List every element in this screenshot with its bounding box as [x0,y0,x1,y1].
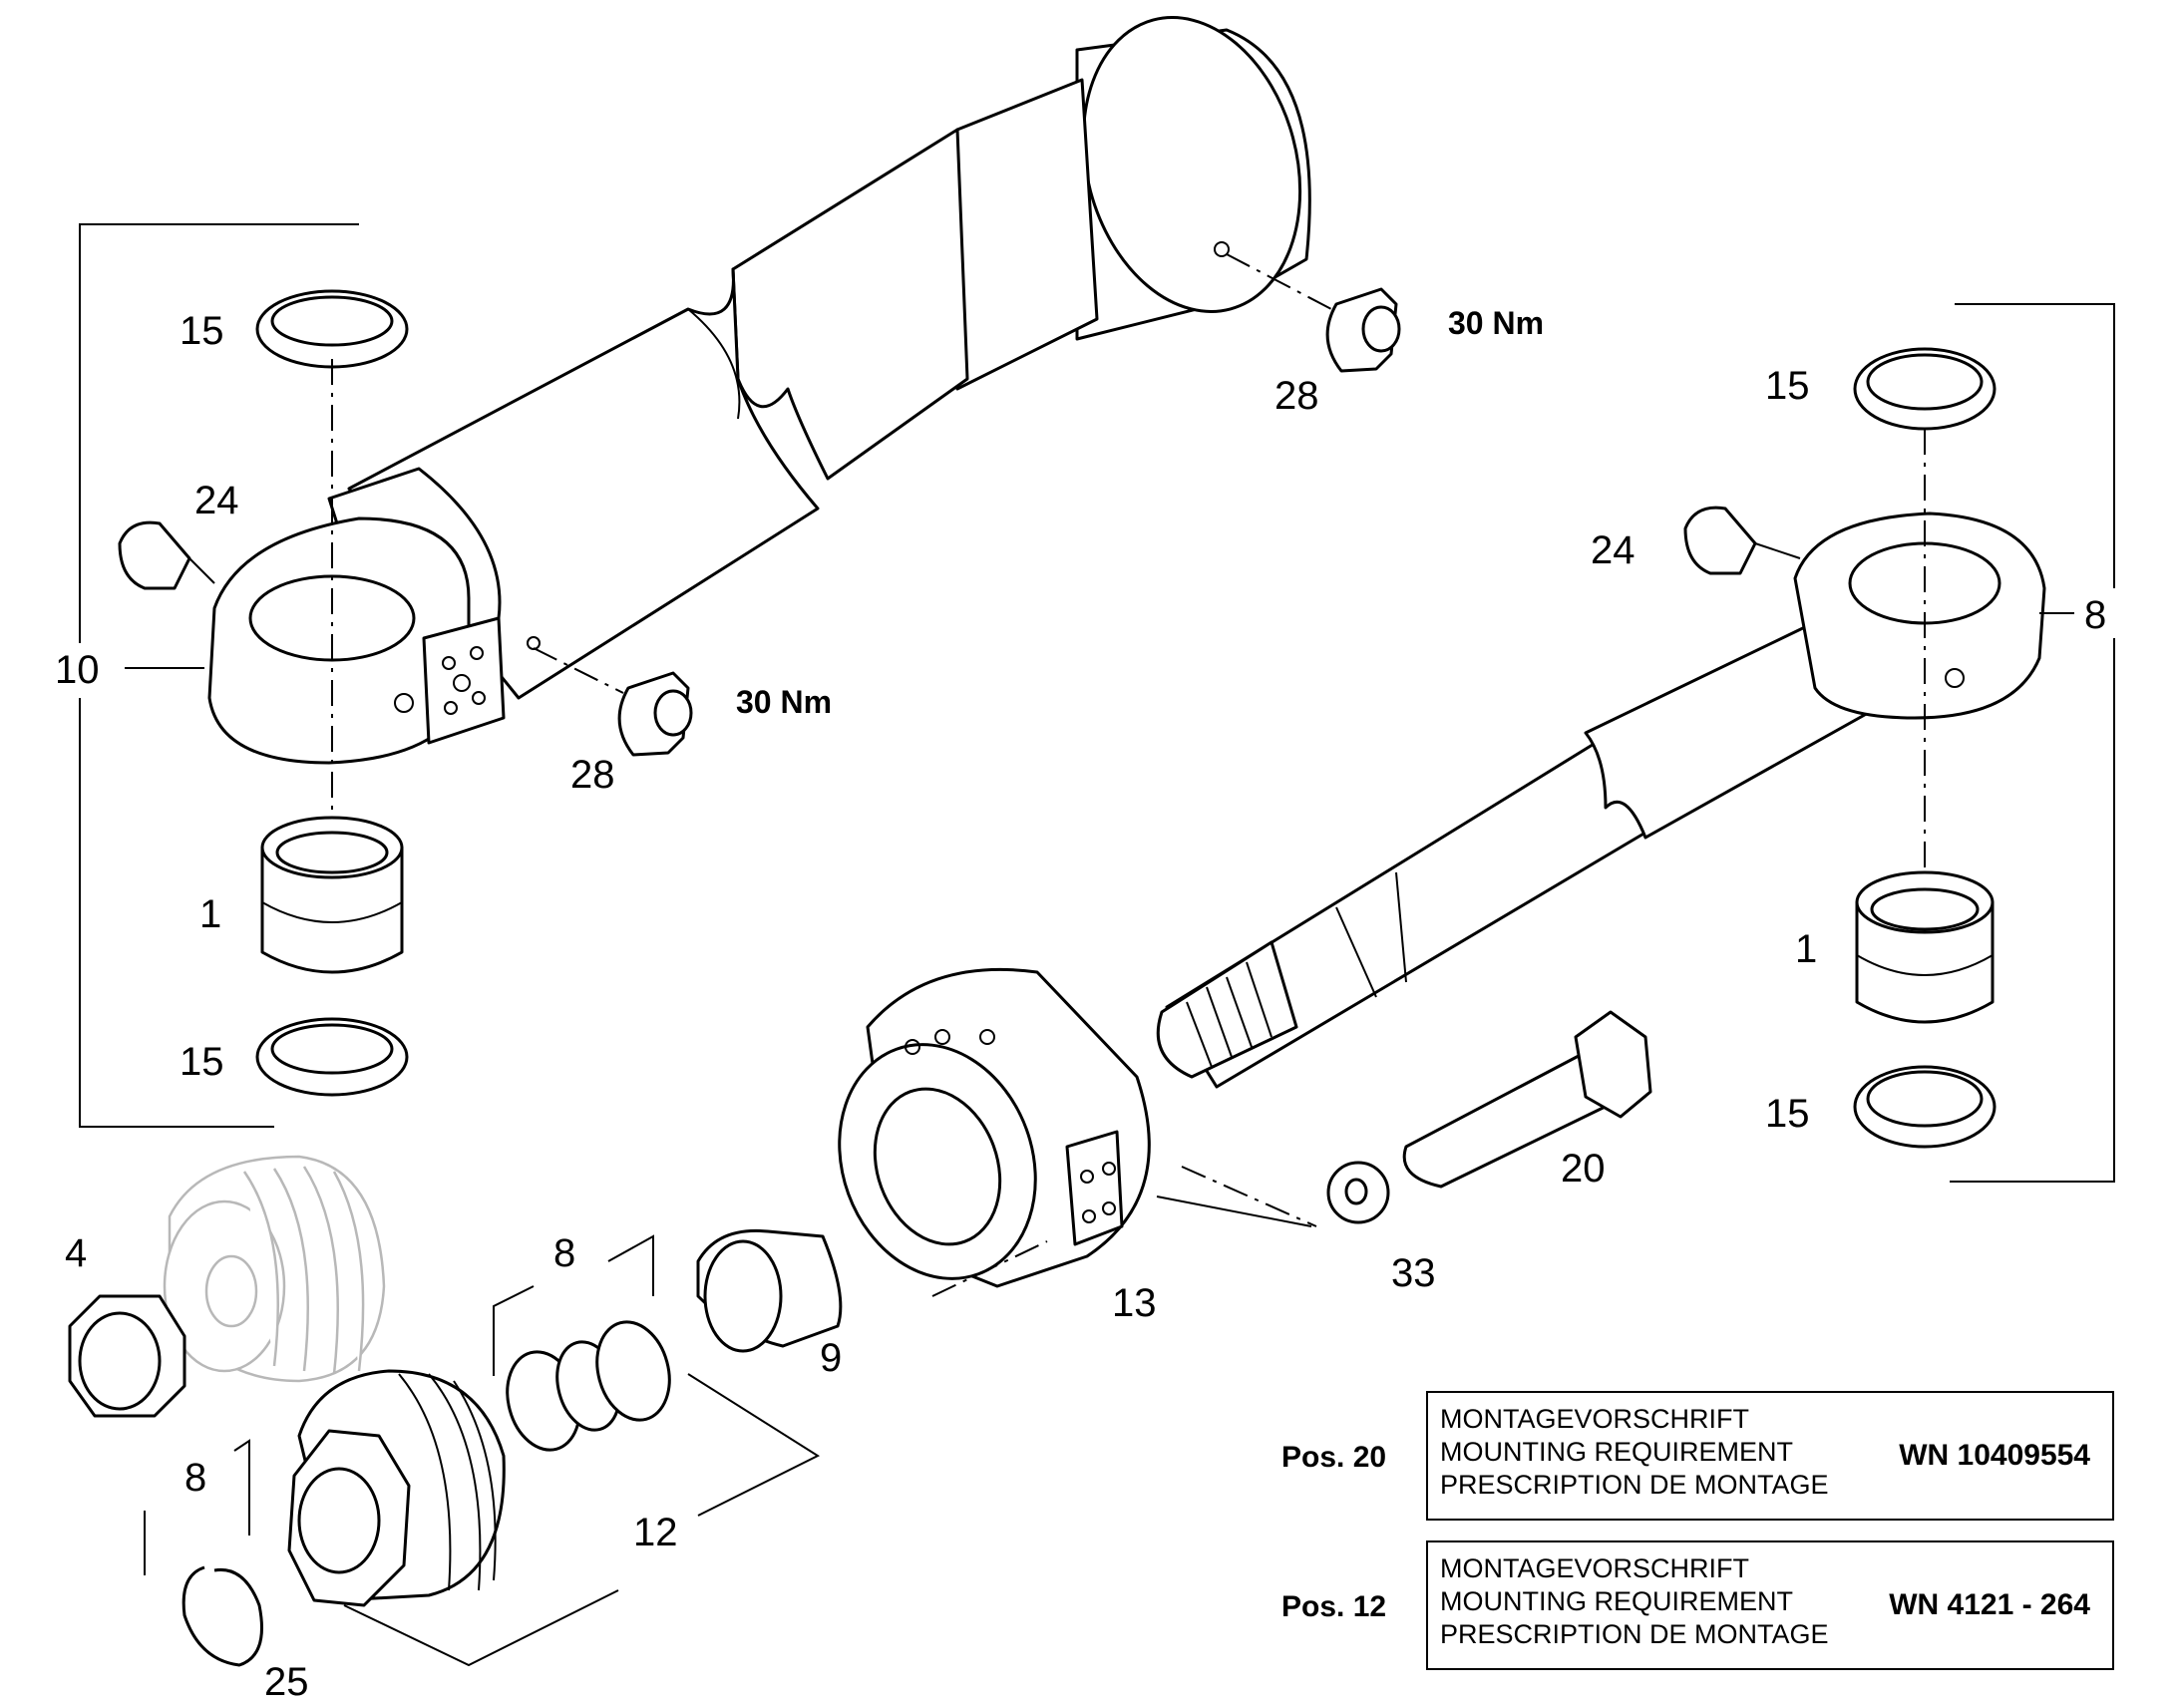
piston-nut-body [287,1369,506,1607]
bolt [1402,1010,1652,1189]
note-line-fr: PRESCRIPTION DE MONTAGE [1440,1619,1829,1649]
lube-nipple-left [118,520,191,590]
label-cylinder-tube: 10 [55,648,100,692]
note-pos-20: Pos. 20 [1281,1441,1387,1474]
torque-plug-upper: 30 Nm [1448,305,1544,341]
lube-nipple-right [1683,506,1757,575]
label-lube-nipple-right: 24 [1591,528,1635,572]
piston [838,967,1151,1288]
brackets [79,223,2115,1667]
piston-rod [1156,512,2046,1089]
note-line-en: MOUNTING REQUIREMENT [1440,1437,1793,1467]
label-seal-ring-tl: 15 [180,309,224,353]
plug-upper [1325,287,1401,373]
guide-ring [696,1228,843,1353]
plug-lower [617,671,693,757]
seal-ring-top-left [255,289,409,369]
note-line-en: MOUNTING REQUIREMENT [1440,1586,1793,1616]
note-box-pos-20: MONTAGEVORSCHRIFT MOUNTING REQUIREMENT P… [1426,1391,2114,1521]
label-circlip-set: 8 [184,1456,206,1500]
label-bushing-right: 1 [1795,927,1817,971]
label-seal-ring-bl: 15 [180,1040,224,1084]
label-lube-nipple-left: 24 [194,479,239,522]
label-piston: 13 [1112,1281,1157,1325]
center-lines [331,253,1926,1297]
label-guide-set: 8 [553,1231,575,1275]
torque-plug-lower: 30 Nm [736,684,832,720]
cylinder-tube [207,16,1311,765]
label-plug-upper: 28 [1274,374,1319,418]
piston-ghost [163,1155,386,1383]
label-plug-lower: 28 [570,753,615,797]
note-code: WN 10409554 [1899,1439,2090,1472]
circlip [182,1565,263,1667]
label-bolt: 20 [1561,1147,1606,1191]
label-washer: 33 [1391,1251,1436,1295]
note-lines: MONTAGEVORSCHRIFT MOUNTING REQUIREMENT P… [1440,1403,1829,1502]
leader-lines [125,542,2074,1227]
bushing-left [260,816,404,974]
washer [1326,1161,1390,1224]
note-line-de: MONTAGEVORSCHRIFT [1440,1553,1749,1583]
note-pos-12: Pos. 12 [1281,1590,1387,1623]
seal-ring-bottom-left [255,1017,409,1097]
part-labels: 15 24 10 28 1 15 28 15 24 8 1 15 20 33 1… [55,305,2106,1704]
label-bushing-left: 1 [199,892,221,936]
label-seal-ring-tr: 15 [1765,364,1810,408]
note-lines: MONTAGEVORSCHRIFT MOUNTING REQUIREMENT P… [1440,1552,1829,1651]
nut [68,1294,186,1418]
label-seal-ring-br: 15 [1765,1092,1810,1136]
bushing-right [1855,870,1995,1024]
note-code: WN 4121 - 264 [1889,1588,2090,1621]
seal-rings-group [506,1320,671,1452]
label-piston-seal-set: 12 [633,1511,678,1554]
label-circlip: 25 [264,1660,309,1704]
label-rod-eye: 8 [2084,593,2106,637]
seal-ring-top-right [1853,347,1997,431]
note-box-pos-12: MONTAGEVORSCHRIFT MOUNTING REQUIREMENT P… [1426,1540,2114,1670]
label-guide-ring: 9 [820,1336,842,1380]
seal-ring-bottom-right [1853,1065,1997,1149]
note-line-de: MONTAGEVORSCHRIFT [1440,1404,1749,1434]
label-nut: 4 [65,1231,87,1275]
note-line-fr: PRESCRIPTION DE MONTAGE [1440,1470,1829,1500]
